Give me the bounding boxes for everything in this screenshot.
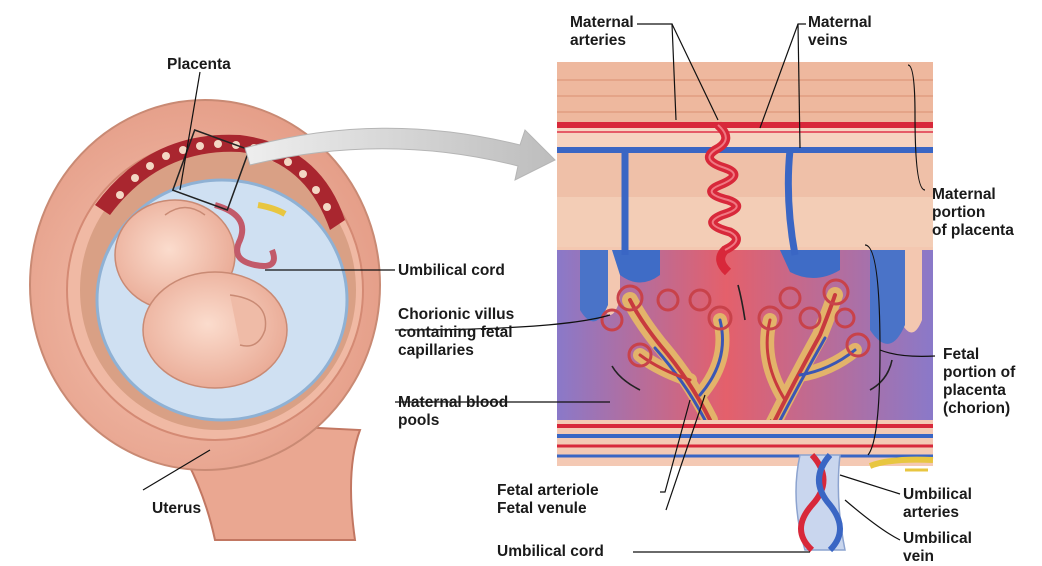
label-maternal-blood-pools: Maternal blood pools (398, 394, 508, 430)
label-fetal-arteriole: Fetal arteriole (497, 482, 599, 500)
label-maternal-arteries: Maternal arteries (570, 14, 634, 50)
label-maternal-portion: Maternal portion of placenta (932, 186, 1014, 240)
uterus-illustration (30, 100, 380, 540)
label-placenta: Placenta (167, 56, 231, 74)
label-fetal-portion: Fetal portion of placenta (chorion) (943, 346, 1015, 418)
label-uterus: Uterus (152, 500, 201, 518)
label-fetal-venule: Fetal venule (497, 500, 587, 518)
placenta-detail (557, 62, 933, 550)
label-umbilical-arteries: Umbilical arteries (903, 486, 972, 522)
label-maternal-veins: Maternal veins (808, 14, 872, 50)
label-umbilical-cord: Umbilical cord (398, 262, 505, 280)
label-umbilical-vein: Umbilical vein (903, 530, 972, 566)
label-chorionic-villus: Chorionic villus containing fetal capill… (398, 306, 514, 360)
label-umbilical-cord-bottom: Umbilical cord (497, 543, 604, 561)
